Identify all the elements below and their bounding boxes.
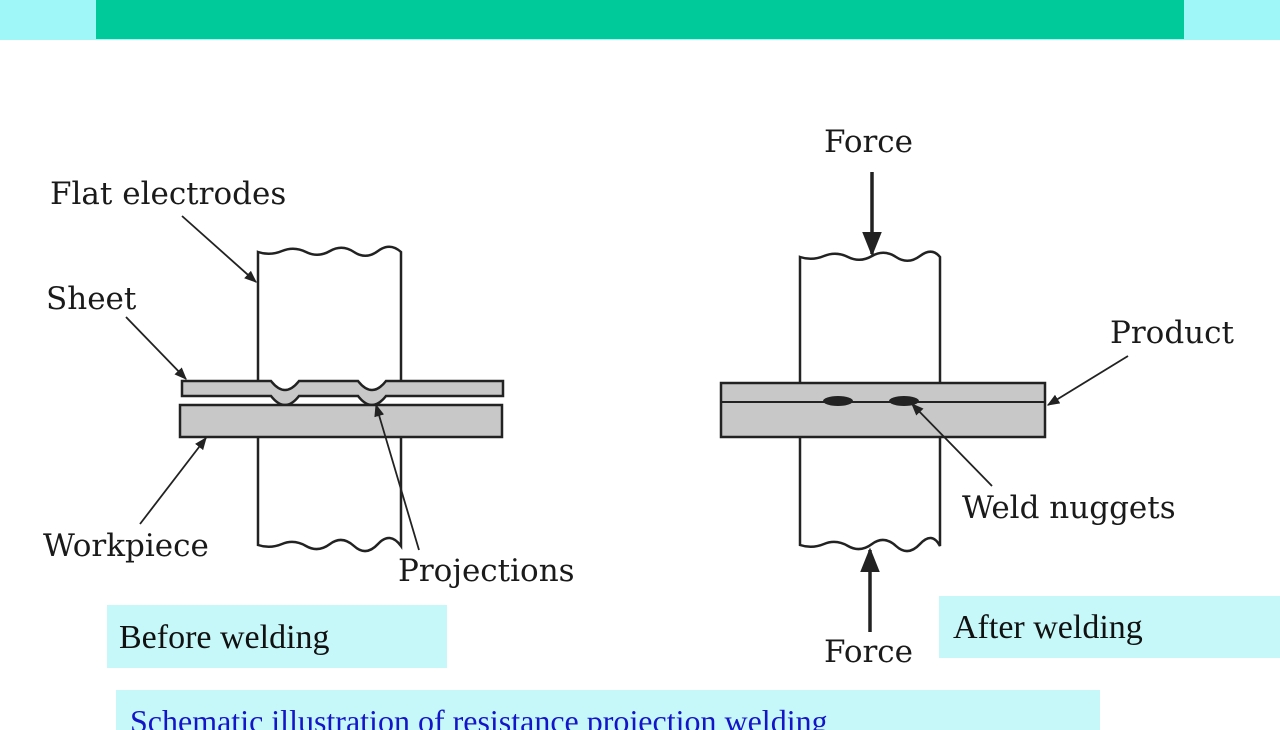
upper-electrode-after: [798, 250, 942, 383]
after-welding-diagram: Force Force Product Weld nuggets: [719, 124, 1235, 670]
weld-nuggets-leader: [911, 403, 993, 487]
slide-caption: Schematic illustration of resistance pro…: [116, 690, 1100, 730]
workpiece: [178, 403, 504, 439]
before-welding-text: Before welding: [119, 619, 330, 656]
projections-leader: [374, 403, 420, 551]
label-force-bottom: Force: [824, 634, 913, 670]
upper-flat-electrode: [256, 245, 403, 382]
product-leader: [1046, 355, 1129, 406]
after-welding-text: After welding: [953, 609, 1143, 646]
label-projections: Projections: [398, 553, 575, 589]
before-welding-caption: Before welding: [107, 605, 447, 668]
label-workpiece: Workpiece: [43, 528, 209, 564]
label-force-top: Force: [824, 124, 913, 160]
after-welding-caption: After welding: [939, 596, 1280, 658]
lower-flat-electrode: [256, 437, 403, 553]
lower-electrode-after: [798, 437, 942, 553]
flat-electrodes-leader: [181, 215, 257, 283]
label-product: Product: [1110, 315, 1235, 351]
weld-nugget-2: [889, 396, 919, 406]
weld-nugget-1: [823, 396, 853, 406]
before-welding-diagram: Flat electrodes Sheet Workpiece Projecti…: [43, 176, 575, 589]
title-bar: [96, 0, 1184, 39]
product: [719, 381, 1047, 439]
slide-caption-text: Schematic illustration of resistance pro…: [130, 703, 828, 730]
label-weld-nuggets: Weld nuggets: [962, 490, 1176, 526]
label-sheet: Sheet: [46, 281, 137, 317]
workpiece-leader: [139, 437, 207, 525]
sheet-leader: [125, 316, 187, 380]
label-flat-electrodes: Flat electrodes: [50, 176, 286, 212]
sheet: [180, 379, 505, 407]
